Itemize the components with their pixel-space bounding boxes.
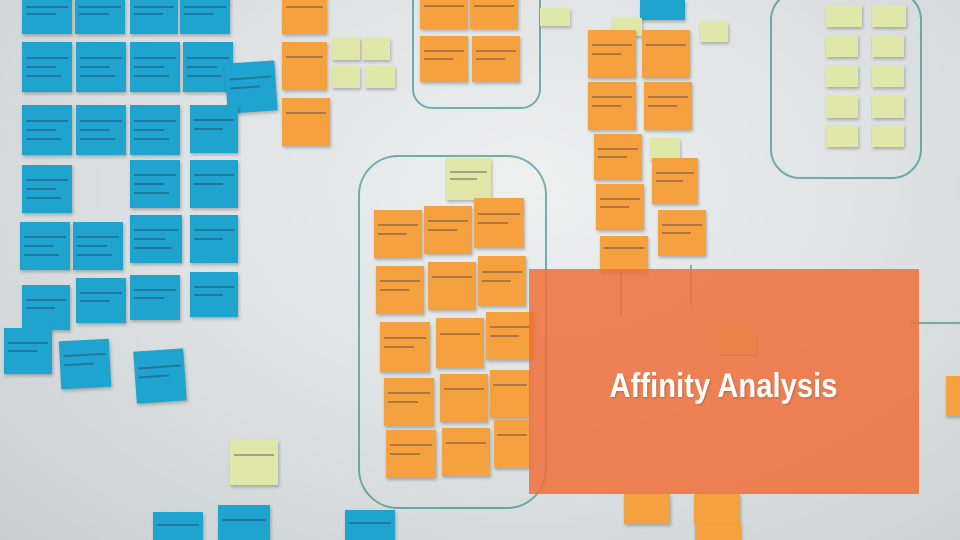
blue-sticky-note: [73, 222, 123, 270]
orange-sticky-note: [474, 198, 524, 248]
orange-sticky-note: [376, 266, 424, 314]
orange-sticky-note: [695, 524, 741, 540]
orange-sticky-note: [600, 236, 648, 272]
blue-sticky-note: [190, 215, 238, 263]
yellow-sticky-note: [230, 440, 278, 485]
blue-sticky-note: [218, 505, 270, 540]
yellow-sticky-note: [872, 65, 904, 87]
orange-sticky-note: [420, 0, 468, 29]
orange-sticky-note: [282, 42, 327, 90]
orange-sticky-note: [420, 36, 468, 82]
blue-sticky-note: [22, 0, 72, 34]
yellow-sticky-note: [826, 35, 858, 57]
orange-sticky-note: [490, 370, 530, 418]
title-overlay: Affinity Analysis: [529, 269, 919, 494]
orange-sticky-note: [594, 134, 642, 180]
orange-sticky-note: [694, 494, 740, 524]
blue-sticky-note: [130, 215, 182, 263]
yellow-sticky-note: [872, 96, 904, 118]
orange-sticky-note: [658, 210, 706, 256]
orange-sticky-note: [282, 98, 330, 146]
blue-sticky-note: [190, 272, 238, 317]
blue-sticky-note: [345, 510, 395, 540]
orange-sticky-note: [442, 428, 490, 476]
orange-sticky-note: [588, 82, 636, 130]
blue-sticky-note: [76, 42, 126, 92]
yellow-sticky-note: [872, 5, 906, 27]
slide-title: Affinity Analysis: [609, 367, 839, 405]
orange-sticky-note: [644, 82, 692, 130]
orange-sticky-note: [588, 30, 636, 78]
blue-sticky-note: [76, 278, 126, 323]
yellow-sticky-note: [826, 5, 862, 27]
blue-sticky-note: [22, 285, 70, 330]
orange-sticky-note: [642, 30, 690, 78]
orange-sticky-note: [374, 210, 422, 258]
blue-sticky-note: [640, 0, 685, 20]
blue-sticky-note: [130, 160, 180, 208]
orange-sticky-note: [428, 262, 476, 310]
orange-sticky-note: [436, 318, 484, 368]
blue-sticky-note: [133, 348, 187, 404]
orange-sticky-note: [946, 376, 960, 416]
orange-sticky-note: [384, 378, 434, 426]
marker-outline-right: [770, 0, 922, 179]
yellow-sticky-note: [700, 22, 728, 42]
marker-line: [910, 322, 960, 324]
blue-sticky-note: [22, 42, 72, 92]
blue-sticky-note: [190, 160, 238, 208]
blue-sticky-note: [130, 0, 178, 34]
yellow-sticky-note: [332, 66, 360, 88]
orange-sticky-note: [478, 256, 526, 306]
orange-sticky-note: [380, 322, 430, 372]
blue-sticky-note: [76, 105, 126, 155]
orange-sticky-note: [440, 374, 488, 422]
yellow-sticky-note: [446, 158, 491, 200]
blue-sticky-note: [4, 328, 52, 374]
orange-sticky-note: [386, 430, 436, 478]
blue-sticky-note: [130, 105, 180, 155]
yellow-sticky-note: [826, 65, 858, 87]
marker-outline-top: [412, 0, 541, 109]
orange-sticky-note: [472, 36, 520, 82]
yellow-sticky-note: [362, 38, 390, 60]
orange-sticky-note: [486, 312, 534, 360]
yellow-sticky-note: [872, 35, 904, 57]
yellow-sticky-note: [826, 96, 858, 118]
yellow-sticky-note: [872, 125, 904, 147]
orange-sticky-note: [470, 0, 518, 29]
yellow-sticky-note: [650, 138, 680, 160]
orange-sticky-note: [652, 158, 698, 204]
blue-sticky-note: [22, 105, 72, 155]
blue-sticky-note: [130, 42, 180, 92]
orange-sticky-note: [424, 206, 472, 254]
orange-sticky-note: [596, 184, 644, 230]
yellow-sticky-note: [540, 8, 570, 26]
blue-sticky-note: [58, 338, 112, 390]
blue-sticky-note: [180, 0, 230, 34]
blue-sticky-note: [20, 222, 70, 270]
yellow-sticky-note: [332, 38, 360, 60]
orange-sticky-note: [624, 494, 670, 524]
yellow-sticky-note: [365, 66, 395, 88]
blue-sticky-note: [130, 275, 180, 320]
yellow-sticky-note: [826, 125, 858, 147]
blue-sticky-note: [75, 0, 125, 34]
blue-sticky-note: [153, 512, 203, 540]
orange-sticky-note: [282, 0, 327, 34]
blue-sticky-note: [22, 165, 72, 213]
orange-sticky-note: [494, 420, 530, 468]
blue-sticky-note: [190, 105, 238, 153]
